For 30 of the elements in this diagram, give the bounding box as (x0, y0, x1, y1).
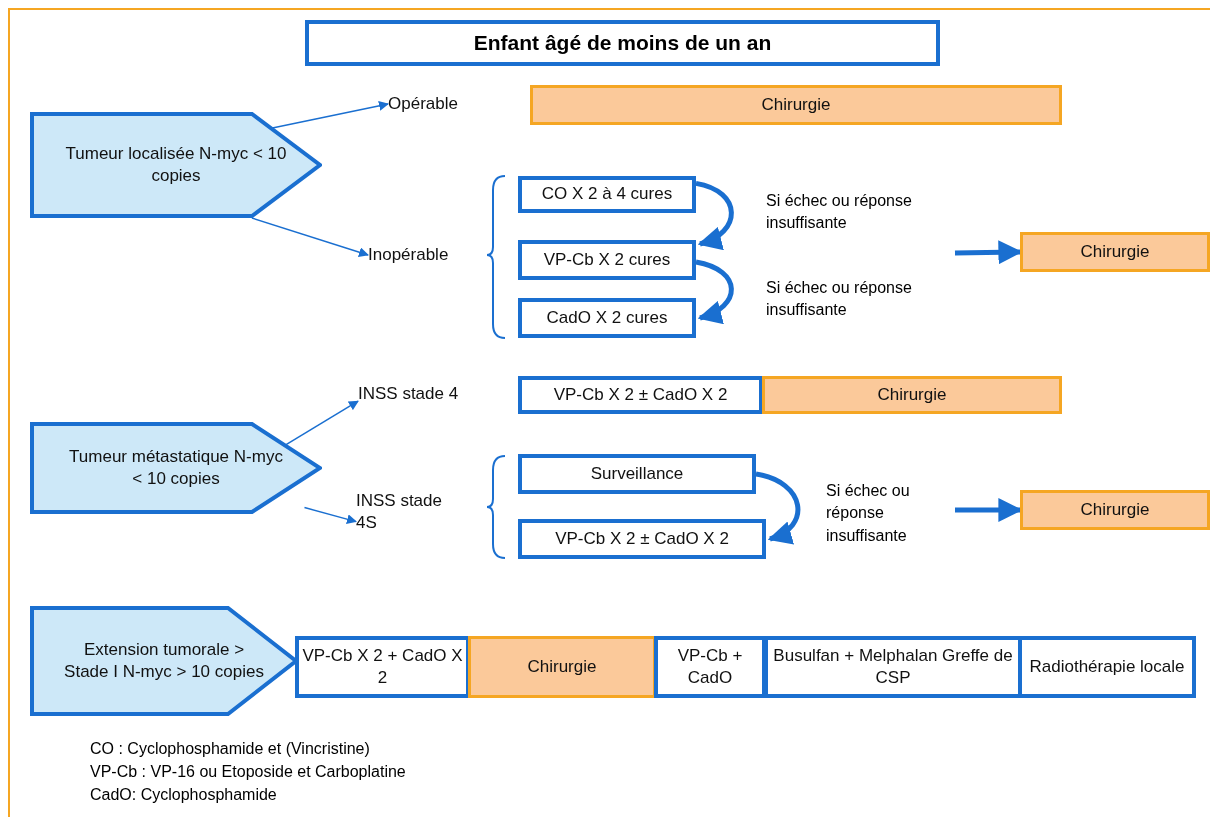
abbreviation-note: CO : Cyclophosphamide et (Vincristine) (90, 740, 370, 758)
surgery-box: Chirurgie (530, 85, 1062, 125)
tumor-pentagon: Tumeur métastatique N-myc < 10 copies (30, 422, 322, 514)
abbreviation-note: VP-Cb : VP-16 ou Etoposide et Carboplatine (90, 763, 406, 781)
treatment-box: VP-Cb X 2 + CadO X 2 (295, 636, 470, 698)
option-label: INSS stade 4S (356, 488, 451, 536)
arrow (695, 180, 734, 249)
tumor-pentagon: Tumeur localisée N-myc < 10 copies (30, 112, 322, 218)
title-box: Enfant âgé de moins de un an (305, 20, 940, 66)
arrow (695, 259, 734, 323)
tumor-pentagon: Extension tumorale > Stade I N-myc > 10 copies (30, 606, 298, 716)
arrow (303, 506, 357, 525)
arrow (755, 471, 801, 543)
treatment-box: Surveillance (518, 454, 756, 494)
treatment-box: VP-Cb X 2 cures (518, 240, 696, 280)
option-label: Inopérable (368, 243, 478, 267)
treatment-box: VP-Cb X 2 ± CadO X 2 (518, 519, 766, 559)
abbreviation-note: CadO: Cyclophosphamide (90, 786, 277, 804)
surgery-box: Chirurgie (468, 636, 656, 698)
surgery-box: Chirurgie (1020, 490, 1210, 530)
treatment-box: CO X 2 à 4 cures (518, 176, 696, 213)
option-label: INSS stade 4 (358, 382, 493, 406)
treatment-box: VP-Cb X 2 ± CadO X 2 (518, 376, 763, 414)
option-label: Opérable (388, 92, 488, 116)
arrow (271, 100, 389, 129)
surgery-box: Chirurgie (1020, 232, 1210, 272)
arrow (251, 217, 369, 258)
surgery-box: Chirurgie (762, 376, 1062, 414)
treatment-box: VP-Cb + CadO (654, 636, 766, 698)
treatment-box: CadO X 2 cures (518, 298, 696, 338)
